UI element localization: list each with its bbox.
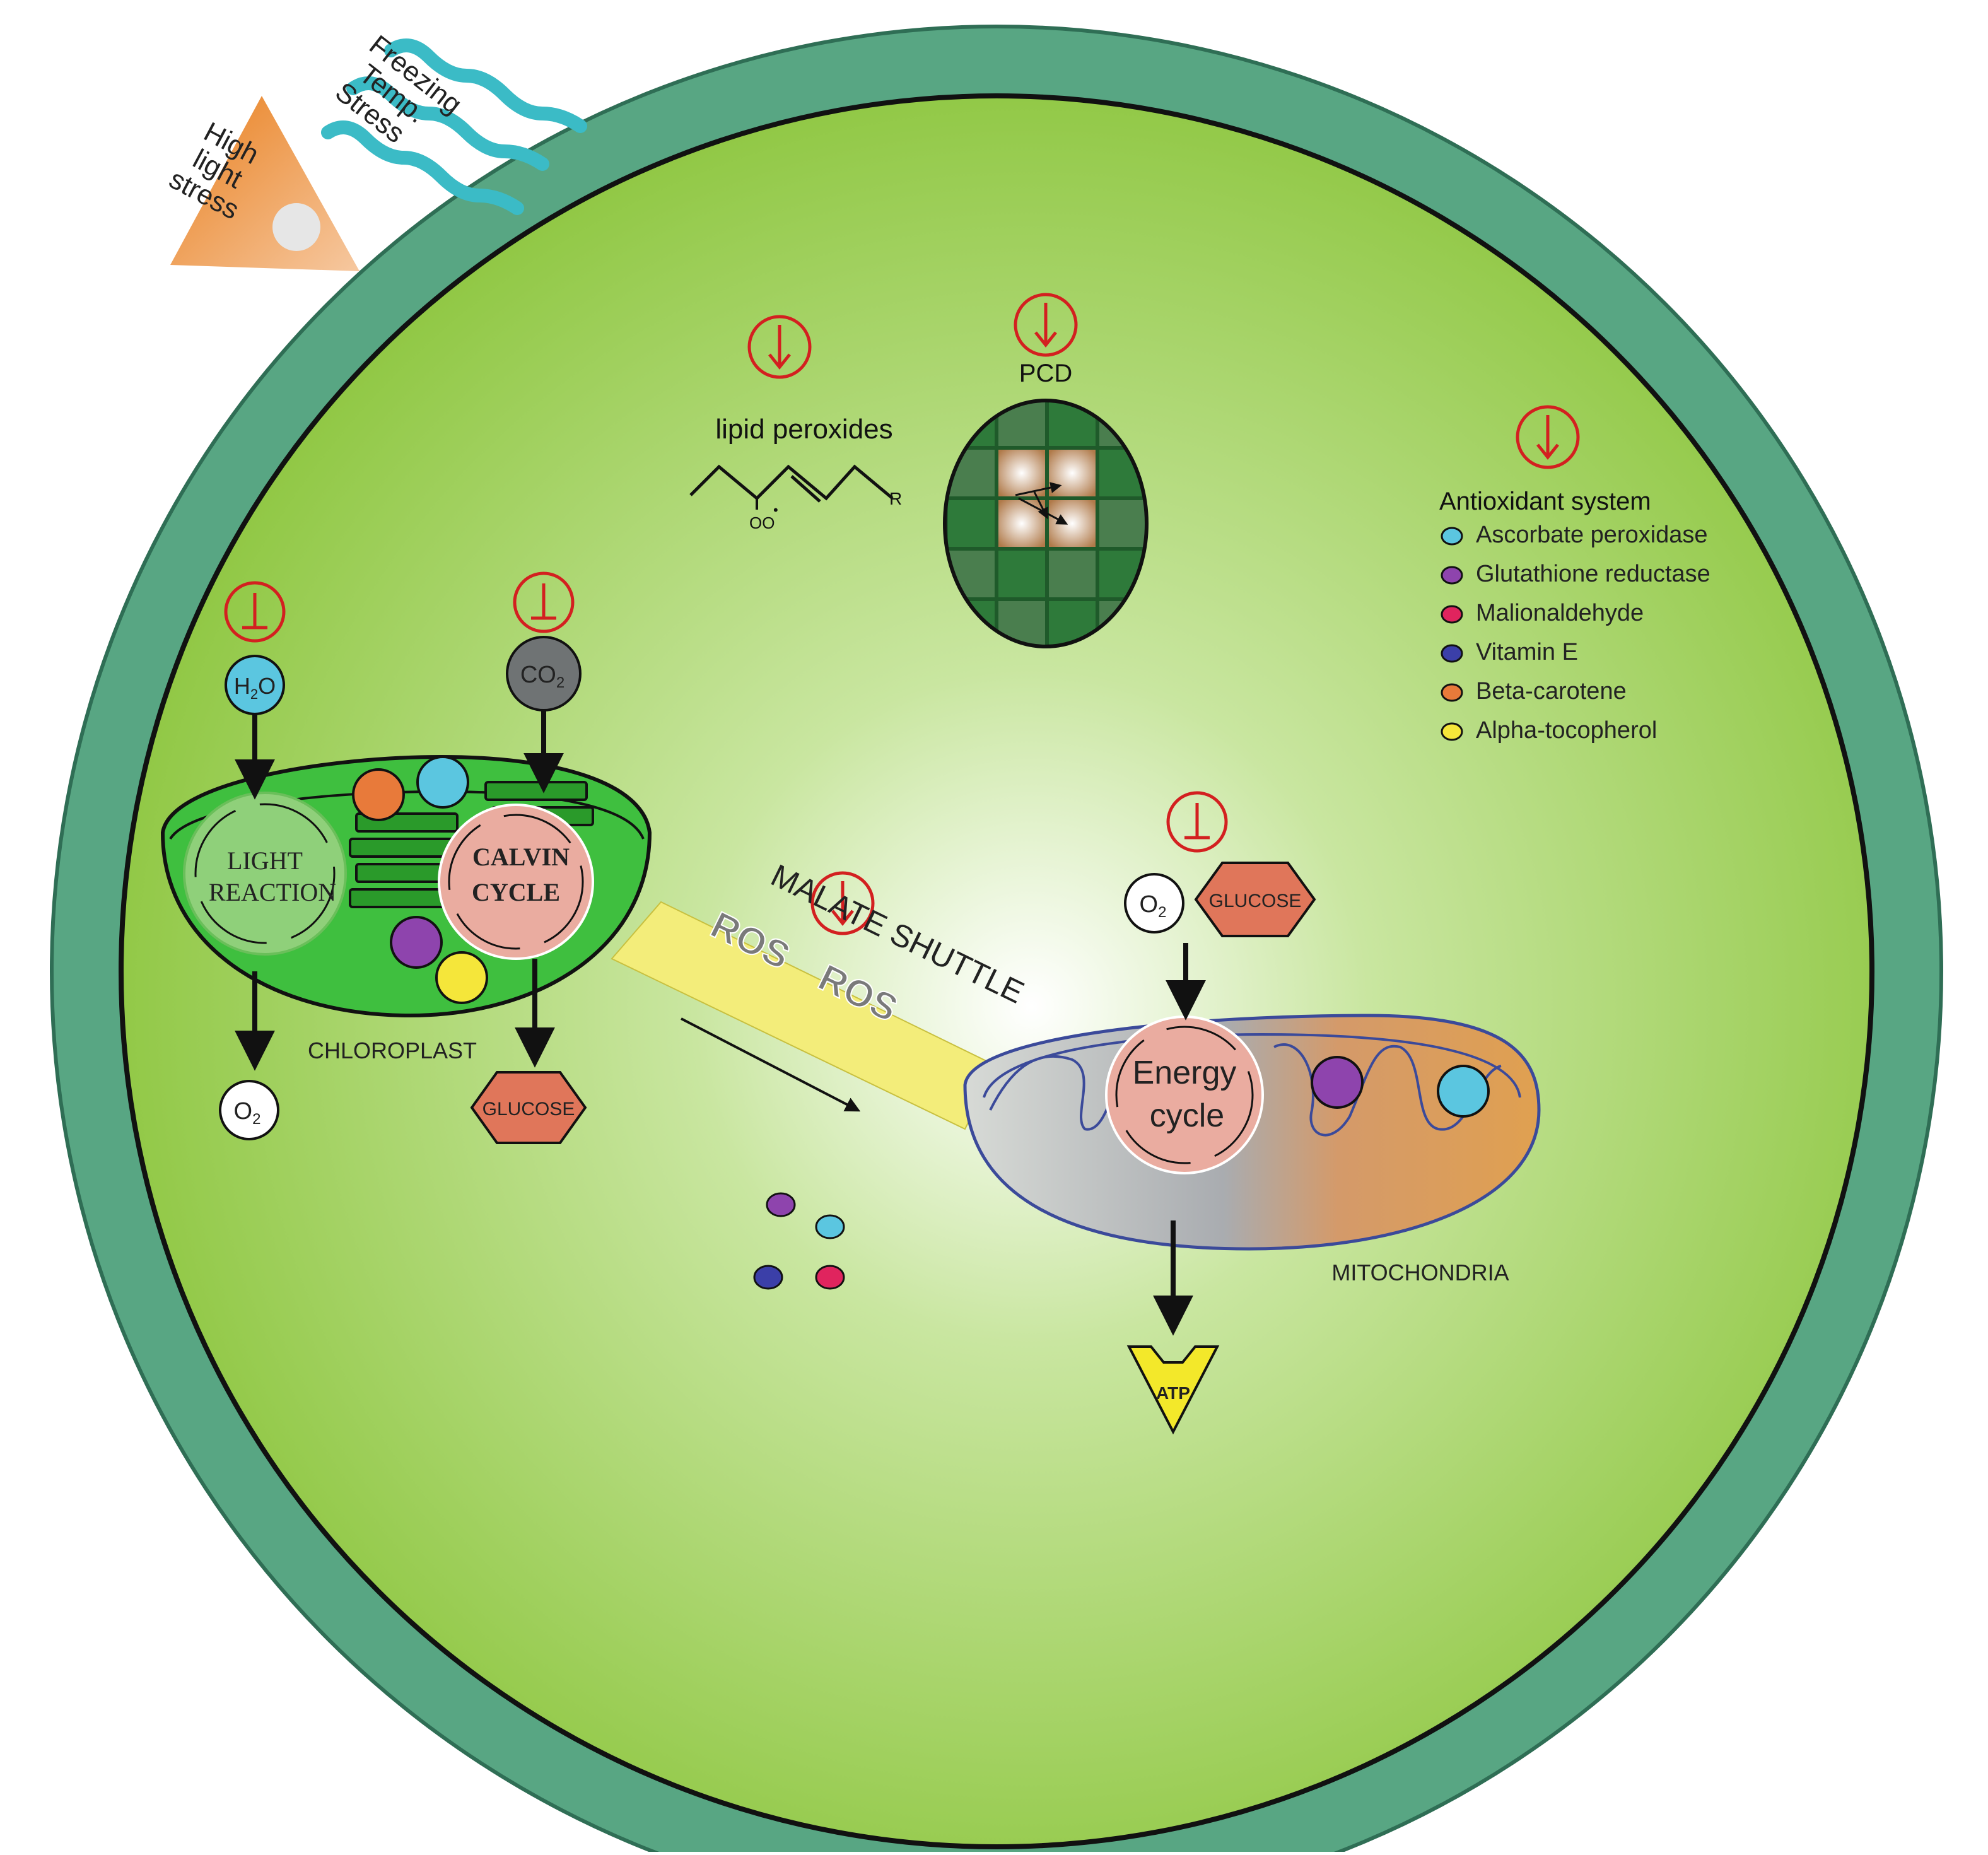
svg-text:CO2: CO2 (520, 662, 564, 691)
freezing-stress: Freezing Temp. Stress (321, 30, 587, 215)
mito-glutathione (1311, 1056, 1364, 1109)
chloro-glutathione (390, 916, 443, 969)
h2o-molecule: H2O (225, 655, 285, 715)
calvin-line-2: CYCLE (472, 878, 560, 906)
chloroplast: LIGHT REACTION CALVIN CYCLE (160, 754, 652, 1018)
legend-dot-2 (1441, 605, 1463, 624)
o2-m-subscript: 2 (1158, 904, 1166, 921)
h2o-inhibit-icon (224, 581, 286, 643)
svg-text:H2O: H2O (234, 673, 276, 702)
chloro-tocopherol (435, 951, 488, 1004)
co2-c: CO (520, 662, 556, 688)
lipid-decrease-icon (747, 315, 812, 379)
legend-label-4: Beta-carotene (1476, 678, 1627, 705)
h2o-subscript: 2 (250, 686, 258, 702)
o2-mito: O2 (1124, 873, 1184, 933)
calvin-line-1: CALVIN (472, 843, 570, 871)
legend-dot-5 (1441, 722, 1463, 741)
o2-m-o: O (1140, 891, 1159, 918)
lipid-structure: OO • R (689, 464, 902, 532)
mito-inhibit-icon (1166, 791, 1228, 853)
svg-text:O2: O2 (234, 1098, 261, 1128)
legend-label-5: Alpha-tocopherol (1476, 717, 1657, 744)
legend-label-3: Vitamin E (1476, 639, 1578, 665)
chloro-beta-carotene (352, 768, 405, 821)
energy-cycle: Energy cycle (1105, 1015, 1264, 1174)
free-antioxidants (753, 1192, 845, 1290)
co2-inhibit-icon (513, 571, 575, 633)
shuttle-decrease-icon (810, 871, 875, 935)
o2-c-subscript: 2 (252, 1111, 260, 1128)
high-light-stress: High light stress (164, 96, 360, 271)
atp: ATP (1126, 1345, 1220, 1435)
oo-superscript: • (773, 502, 778, 518)
h2o-o: O (258, 673, 276, 699)
legend-dot-0 (1441, 527, 1463, 546)
antioxidant-legend: Antioxidant system Ascorbate peroxidaseG… (1439, 488, 1710, 744)
glucose-chloroplast-label: GLUCOSE (482, 1099, 575, 1120)
mitochondria: Energy cycle (963, 1014, 1541, 1251)
pcd-decrease-icon (1014, 293, 1078, 357)
light-reaction-line-1: LIGHT (227, 846, 303, 875)
o2-c-o: O (234, 1098, 253, 1125)
mitochondria-label: MITOCHONDRIA (1331, 1260, 1509, 1285)
energy-line-1: Energy (1133, 1055, 1237, 1091)
energy-line-2: cycle (1150, 1097, 1224, 1134)
legend-dot-1 (1441, 566, 1463, 585)
glucose-chloroplast: GLUCOSE (470, 1071, 587, 1144)
legend-label-1: Glutathione reductase (1476, 561, 1710, 587)
o2-chloroplast: O2 (219, 1080, 279, 1140)
glucose-mito-label: GLUCOSE (1209, 891, 1302, 911)
atp-label: ATP (1156, 1383, 1190, 1403)
free-glutathione (766, 1192, 796, 1217)
antioxidant-title: Antioxidant system (1439, 488, 1651, 515)
free-vitamin-e (753, 1265, 783, 1290)
legend-label-0: Ascorbate peroxidase (1476, 522, 1708, 548)
antioxidant-decrease-icon (1516, 405, 1580, 469)
co2-molecule: CO2 (506, 636, 582, 711)
oo-label: OO (749, 513, 775, 532)
pcd-tissue (943, 399, 1149, 648)
svg-text:O2: O2 (1140, 891, 1167, 921)
legend-dot-4 (1441, 683, 1463, 702)
chloro-ascorbate (416, 756, 469, 809)
cytoplasm (119, 93, 1874, 1849)
legend-label-2: Malionaldehyde (1476, 600, 1644, 626)
mito-ascorbate (1437, 1065, 1490, 1118)
pcd-label: PCD (1019, 360, 1072, 387)
co2-subscript: 2 (556, 674, 564, 691)
light-reaction-line-2: REACTION (209, 878, 336, 906)
glucose-mito: GLUCOSE (1194, 862, 1316, 937)
free-ascorbate (815, 1214, 845, 1239)
r-group-label: R (889, 489, 902, 508)
lipid-peroxides-label: lipid peroxides (715, 414, 892, 445)
h2o-h: H (234, 673, 250, 699)
light-reaction-cycle: LIGHT REACTION (183, 792, 347, 956)
calvin-cycle: CALVIN CYCLE (438, 804, 594, 960)
free-malionaldehyde (815, 1265, 845, 1290)
shuttle-arrow (681, 1017, 861, 1112)
legend-dot-3 (1441, 644, 1463, 663)
chloroplast-label: CHLOROPLAST (308, 1038, 477, 1063)
